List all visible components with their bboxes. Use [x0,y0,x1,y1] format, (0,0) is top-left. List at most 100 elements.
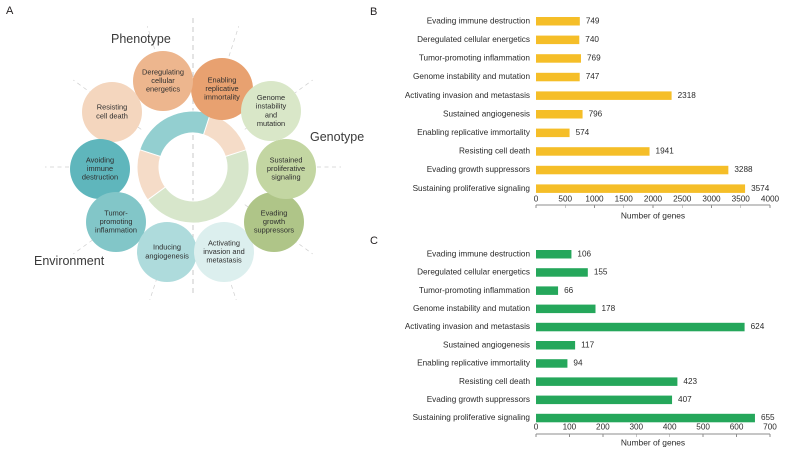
hallmark-label-line: cellular [151,76,175,85]
bar-value-label: 747 [586,72,600,81]
region-label-environment: Environment [34,254,105,268]
x-axis-tick-label: 3000 [702,195,721,204]
bar[interactable] [536,72,580,82]
x-axis-tick-label: 200 [596,423,610,432]
bar[interactable] [536,377,678,386]
bar[interactable] [536,35,580,45]
hallmark-label-line: Sustained [270,155,303,164]
bar-value-label: 155 [594,268,608,277]
bar[interactable] [536,110,583,119]
hallmark-label-line: Deregulating [142,67,184,76]
hallmark-label-line: growth [263,217,285,226]
panel-a-label: A [6,5,14,17]
x-axis-title: Number of genes [621,437,685,447]
x-axis-tick-label: 1500 [615,195,634,204]
region-label-phenotype: Phenotype [111,32,171,46]
bar-category-label: Genome instability and mutation [413,304,530,313]
x-axis-tick-label: 500 [558,195,572,204]
x-axis-title: Number of genes [621,210,685,220]
bar[interactable] [536,250,572,259]
hallmark-label-line: Enabling [208,75,237,84]
x-axis-tick-label: 3500 [732,195,751,204]
bar[interactable] [536,165,729,175]
bar[interactable] [536,413,755,423]
hallmark-label-line: Activating [208,238,240,247]
hallmark-label-line: energetics [146,85,180,94]
x-axis-tick-label: 2000 [644,195,663,204]
hallmark-label-line: Avoiding [86,155,114,164]
hallmark-label-line: Resisting [97,103,127,112]
bar-row: Genome instability and mutation 747 [413,72,600,82]
bar[interactable] [536,304,596,314]
hallmark-label-line: and [265,110,277,119]
hallmark-label-line: Tumor- [104,208,128,217]
bar-category-label: Evading immune destruction [427,16,531,25]
hallmark-label-line: Genome [257,93,285,102]
bar-category-label: Evading growth suppressors [427,165,530,174]
divider-spoke-9 [146,26,174,107]
bar[interactable] [536,341,576,350]
bar[interactable] [536,91,672,100]
bar[interactable] [536,286,559,295]
hallmark-circle [82,82,142,142]
bar-value-label: 769 [587,54,601,63]
bar-value-label: 423 [683,377,697,386]
hallmark-label-line: signaling [271,173,300,182]
hallmark-label-line: destruction [82,173,118,182]
x-axis-tick-label: 300 [629,423,643,432]
bar[interactable] [536,395,673,405]
donut-segment-environment [139,110,211,158]
hallmark-label-line: promoting [100,217,133,226]
bar[interactable] [536,128,570,138]
hallmark-label-line: Evading [261,208,288,217]
hallmark-label-line: mutation [257,119,285,128]
x-axis-tick-label: 100 [563,423,577,432]
bar-value-label: 749 [586,16,600,25]
bar-category-label: Sustained angiogenesis [443,109,530,118]
divider-spoke-5 [149,227,174,300]
hallmark-circle [244,192,304,252]
hallmark-circle [137,222,197,282]
bar[interactable] [536,17,580,26]
bar[interactable] [536,359,568,368]
bar-category-label: Resisting cell death [459,147,530,156]
donut-segment-genotype [146,149,250,224]
bar[interactable] [536,184,746,193]
bar[interactable] [536,54,581,63]
panel-b-label: B [370,6,378,18]
bar-value-label: 117 [581,340,594,349]
hallmarks-wheel: EnablingreplicativeimmortalityDeregulati… [45,18,341,300]
hallmark-label-line: instability [256,102,287,111]
bar-value-label: 740 [585,35,599,44]
bar[interactable] [536,268,588,277]
bar-chart-b: Evading immune destruction 749Deregulated… [405,16,780,220]
hallmark-circle [256,139,316,199]
x-axis-tick-label: 700 [763,423,777,432]
bar-category-label: Evading immune destruction [427,249,531,258]
bar-category-label: Activating invasion and metastasis [405,91,530,100]
x-axis-tick-label: 0 [534,423,539,432]
bar[interactable] [536,147,650,156]
bar[interactable] [536,322,745,332]
bar-category-label: Genome instability and mutation [413,72,530,81]
